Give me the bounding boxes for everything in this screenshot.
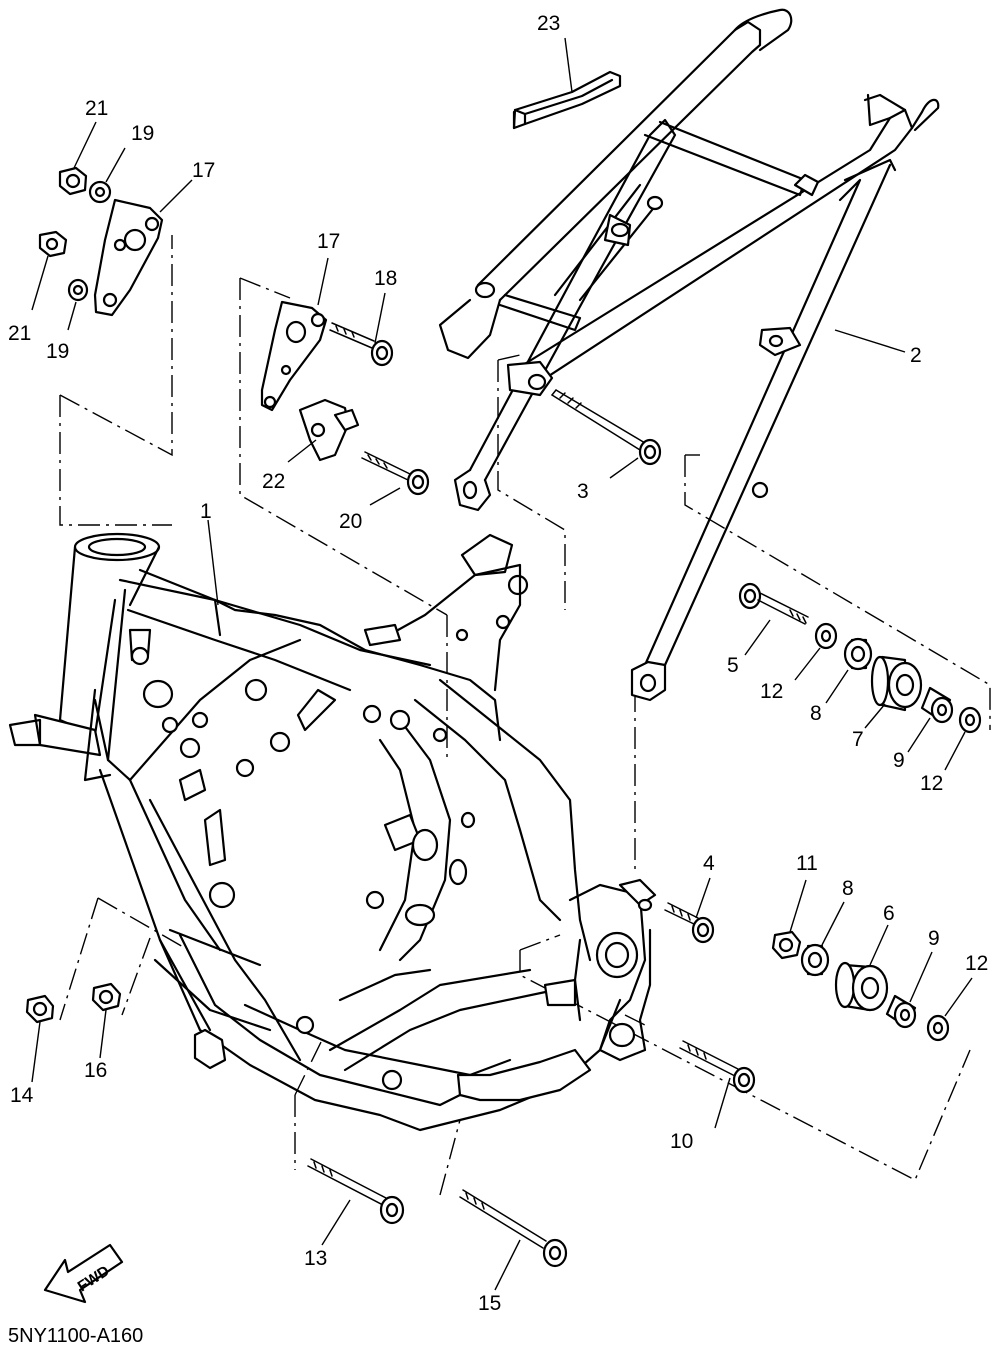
callout-11: 11	[796, 852, 818, 875]
callout-17-center: 17	[317, 230, 340, 253]
callout-6: 6	[883, 902, 895, 925]
part-12-washer-a	[794, 622, 838, 681]
part-1-main-frame	[8, 519, 657, 1132]
callout-5: 5	[727, 654, 739, 677]
fwd-arrow-icon: FWD	[43, 1243, 124, 1304]
part-21-nut-upper	[58, 121, 97, 196]
callout-8-a: 8	[810, 702, 822, 725]
callout-20: 20	[339, 510, 362, 533]
part-20-bolt	[361, 451, 430, 506]
callout-19-upper: 19	[131, 122, 154, 145]
part-12-washer-c	[926, 977, 973, 1042]
part-6-collar	[834, 924, 889, 1012]
part-2-rear-frame	[438, 8, 940, 702]
part-17-bracket-left	[93, 179, 193, 317]
callout-12-b: 12	[920, 772, 943, 795]
callout-7: 7	[852, 728, 864, 751]
part-23-chain-guide	[512, 37, 622, 130]
part-17-bracket-center	[260, 257, 329, 412]
callout-2: 2	[910, 344, 922, 367]
callout-19-lower: 19	[46, 340, 69, 363]
callout-23: 23	[537, 12, 560, 35]
part-21-nut-lower	[31, 230, 68, 311]
part-5-bolt	[738, 582, 809, 656]
part-9-collar-a	[907, 686, 954, 753]
callout-14: 14	[10, 1084, 34, 1107]
part-16-nut	[91, 982, 122, 1059]
callout-16: 16	[84, 1059, 107, 1082]
callout-12-a: 12	[760, 680, 783, 703]
callout-21-lower: 21	[8, 322, 31, 345]
callout-4: 4	[703, 852, 715, 875]
part-4-bolt	[664, 877, 715, 944]
callout-1: 1	[200, 500, 212, 523]
part-19-washer-lower	[67, 278, 89, 331]
callout-18: 18	[374, 267, 397, 290]
callout-13: 13	[304, 1247, 327, 1270]
part-18-bolt	[329, 292, 394, 367]
callout-21-upper: 21	[85, 97, 108, 120]
part-12-washer-b	[944, 706, 982, 771]
part-8-bearing-b	[800, 901, 845, 977]
part-11-nut	[771, 879, 807, 960]
callout-9-a: 9	[893, 749, 905, 772]
part-10-bolt	[679, 1040, 756, 1129]
callout-8-b: 8	[842, 877, 854, 900]
callout-9-b: 9	[928, 927, 940, 950]
part-19-washer-upper	[88, 147, 126, 204]
diagram-code: 5NY1100-A160	[8, 1325, 143, 1347]
callout-3: 3	[577, 480, 589, 503]
callout-10: 10	[670, 1130, 693, 1153]
callout-15: 15	[478, 1292, 501, 1315]
part-7-collar	[864, 655, 923, 729]
part-22-bracket	[287, 398, 360, 463]
part-15-bolt	[459, 1189, 568, 1291]
callout-12-c: 12	[965, 952, 988, 975]
part-8-bearing-a	[825, 637, 873, 704]
callout-22: 22	[262, 470, 285, 493]
part-14-nut	[25, 994, 55, 1083]
part-13-bolt	[307, 1158, 405, 1246]
part-3-bolt	[551, 389, 662, 479]
callout-17-left: 17	[192, 159, 215, 182]
callout-labels: 23 21 19 17 17 18 21 19 2 22 3 1 20 5 12…	[8, 12, 988, 1315]
part-9-collar-b	[885, 951, 933, 1029]
